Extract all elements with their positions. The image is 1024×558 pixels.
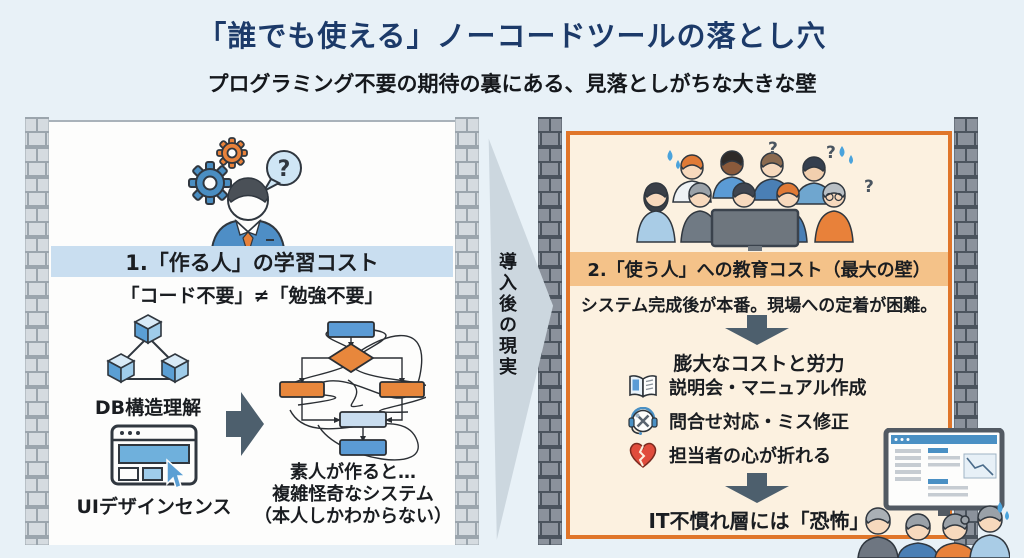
page-subtitle: プログラミング不要の期待の裏にある、見落としがちな大きな壁: [207, 72, 817, 96]
database-cubes-icon: [106, 314, 190, 384]
brick-wall-left-outer: [25, 117, 49, 545]
conclusion-text: IT不慣れ層には「恐怖」: [648, 509, 870, 533]
question-bubble-icon: ?: [261, 150, 302, 194]
elderly-users-illustration: [857, 428, 1010, 558]
tangled-flowchart-icon: [279, 321, 426, 461]
result-line-2: 複雑怪奇なシステム: [272, 484, 434, 506]
builder-person-gears-icon: ?: [188, 137, 302, 248]
builder-heading: 1.「作る人」の学習コスト: [125, 250, 379, 275]
broken-heart-icon: [629, 442, 657, 468]
result-line-3: （本人しかわからない）: [254, 506, 452, 528]
user-cost-statement: システム完成後が本番。現場への定着が困難。: [580, 296, 938, 316]
cost-item-manual: 説明会・マニュアル作成: [628, 373, 908, 400]
builder-statement: 「コード不要」≠「勉強不要」: [120, 285, 384, 307]
sweat-drops-icon: [667, 146, 853, 169]
confused-users-illustration: ? ? ?: [636, 140, 874, 251]
user-cost-heading-band: 2.「使う人」への教育コスト（最大の壁）: [570, 252, 948, 286]
svg-text:?: ?: [278, 157, 291, 182]
result-line-1: 素人が作ると…: [290, 462, 416, 483]
cost-heading: 膨大なコストと労力: [673, 353, 845, 375]
builder-result-caption: 素人が作ると… 複雑怪奇なシステム （本人しかわからない）: [250, 462, 456, 528]
support-headset-icon: [628, 406, 658, 435]
brick-wall-left-inner: [455, 117, 479, 545]
svg-text:?: ?: [826, 143, 836, 163]
svg-text:?: ?: [864, 177, 874, 197]
down-arrow-icon: [725, 473, 789, 503]
cursor-icon: [166, 458, 187, 490]
svg-text:?: ?: [768, 140, 778, 159]
right-arrow-icon: [226, 392, 264, 456]
manual-book-icon: [629, 374, 657, 398]
browser-ui-icon: [110, 424, 198, 490]
cost-list: 説明会・マニュアル作成 問合せ対応・ミス修正 担当者の心が折れる: [628, 373, 908, 468]
transition-label: 導入後の現実: [496, 252, 517, 378]
skill-db-label: DB構造理解: [94, 397, 202, 419]
sweat-drops-icon: [997, 502, 1009, 520]
skill-ui-label: UIデザインセンス: [76, 496, 232, 518]
cost-item-support: 問合せ対応・ミス修正: [628, 406, 908, 435]
user-cost-heading: 2.「使う人」への教育コスト（最大の壁）: [587, 260, 931, 281]
monitor-icon: [710, 208, 800, 248]
page-title: 「誰でも使える」ノーコードツールの落とし穴: [197, 19, 827, 53]
cost-item-morale: 担当者の心が折れる: [628, 441, 908, 468]
builder-heading-band: 1.「作る人」の学習コスト: [51, 246, 453, 277]
down-arrow-icon: [725, 315, 789, 345]
